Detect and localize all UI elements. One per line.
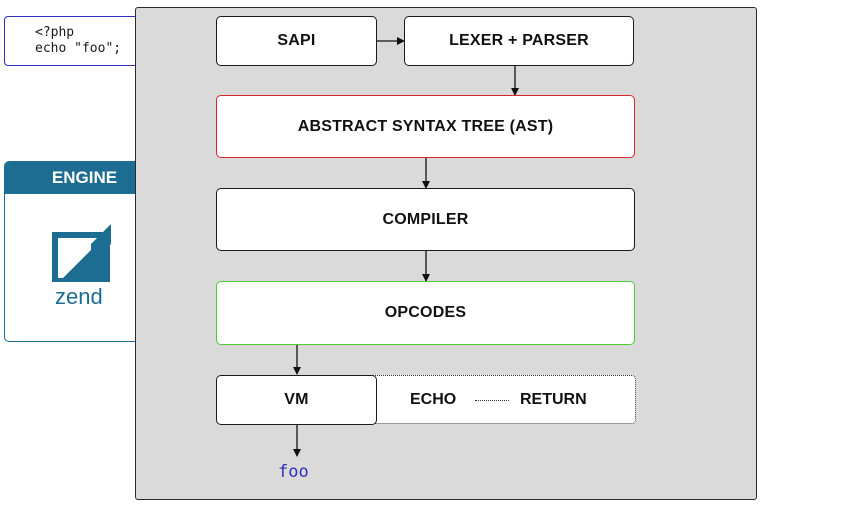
vm-node: VM [216,375,377,425]
compiler-node: COMPILER [216,188,635,251]
opcode-separator [475,400,509,401]
code-line-1: <?php [35,25,75,40]
program-output: foo [278,462,309,482]
opcode-list: ECHO RETURN [357,375,636,424]
sapi-node: SAPI [216,16,377,66]
zend-logo: zend [45,224,129,315]
opcode-return: RETURN [520,390,587,408]
lexer-parser-node: LEXER + PARSER [404,16,634,66]
opcodes-node: OPCODES [216,281,635,345]
zend-logo-icon: zend [52,224,111,309]
code-line-2: echo "foo"; [35,41,122,56]
zend-logo-text: zend [55,284,103,309]
opcode-echo: ECHO [410,390,457,408]
ast-node: ABSTRACT SYNTAX TREE (AST) [216,95,635,158]
